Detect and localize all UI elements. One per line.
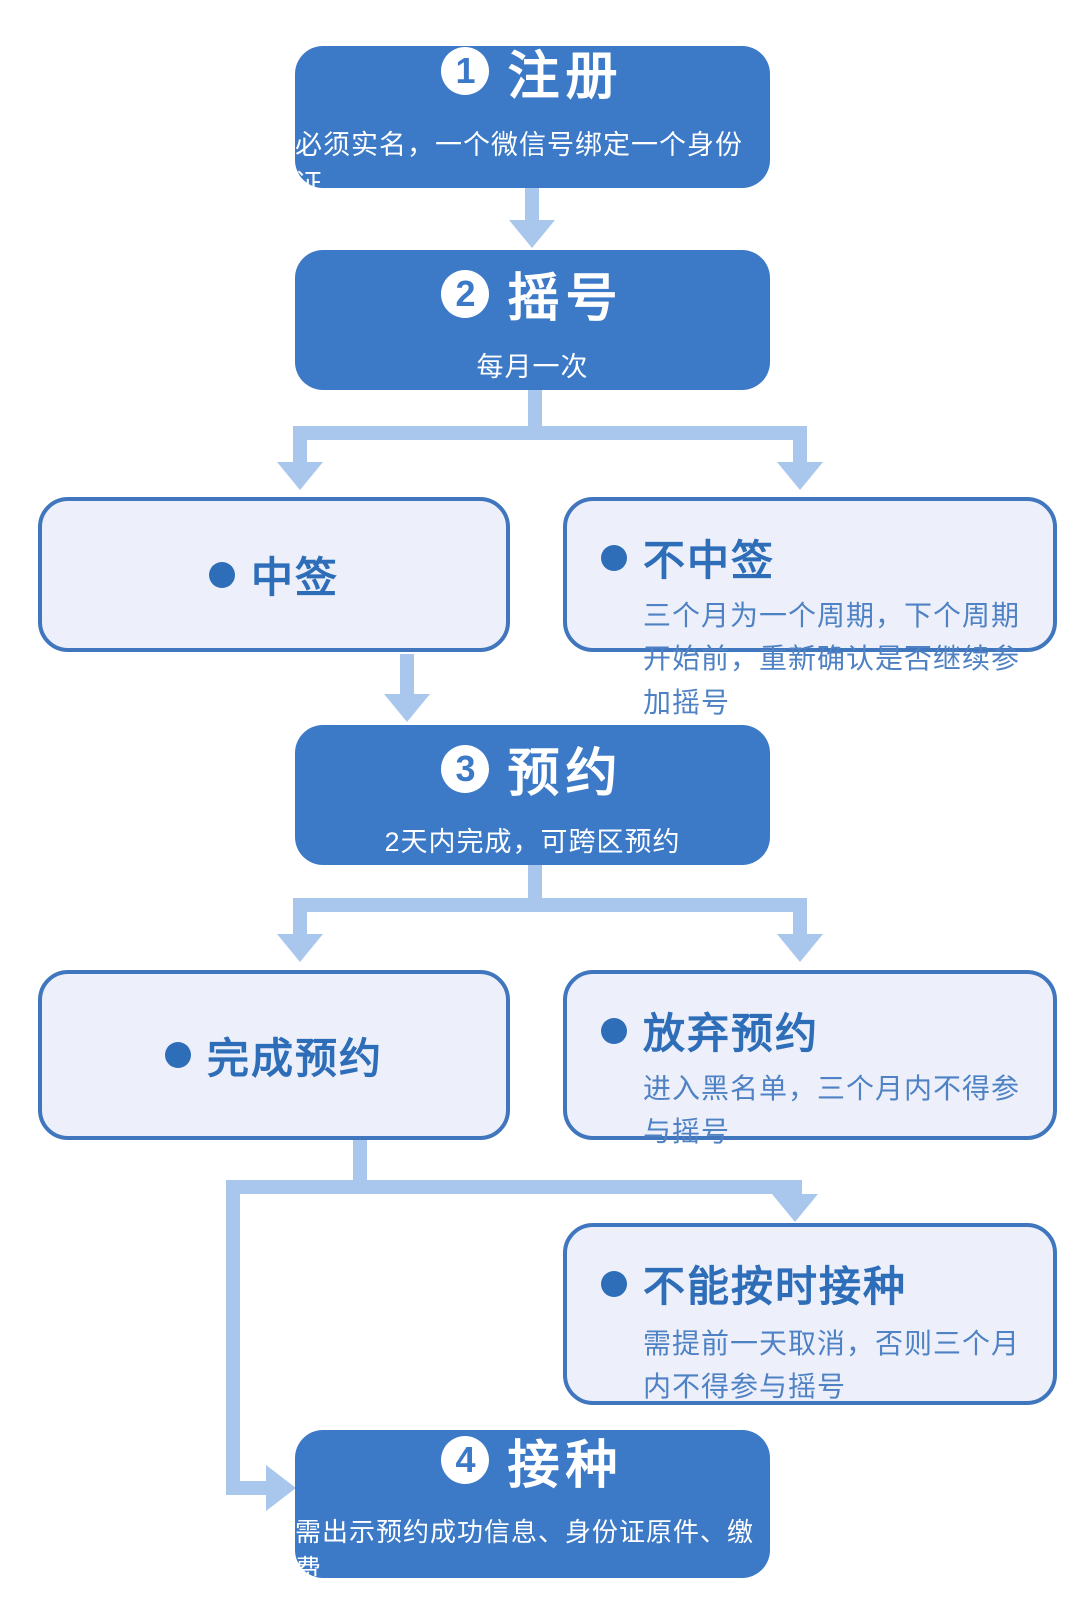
- arrow-win-to-appointment-shaft: [400, 654, 414, 696]
- split-lottery-left-head-icon: [277, 462, 323, 490]
- abandon-title-row: 放弃预约: [601, 1000, 1025, 1061]
- register-subtitle: 必须实名，一个微信号绑定一个身份证: [295, 129, 743, 199]
- node-miss: 不能按时接种 需提前一天取消，否则三个月内不得参与摇号: [563, 1223, 1057, 1405]
- lottery-title: 摇号: [507, 270, 624, 328]
- split-appointment-right-drop: [793, 912, 807, 936]
- split-appointment-left-drop: [293, 912, 307, 936]
- vaccination-title-row: 4 接种: [441, 1423, 623, 1498]
- step-2-badge-icon: 2: [441, 269, 490, 318]
- appointment-title: 预约: [507, 745, 624, 803]
- node-abandon: 放弃预约 进入黑名单，三个月内不得参与摇号: [563, 970, 1057, 1147]
- complete-bullet-icon: [164, 1042, 191, 1068]
- lose-title: 不中签: [643, 537, 776, 584]
- abandon-subtitle: 进入黑名单，三个月内不得参与摇号: [643, 1073, 1021, 1148]
- register-title-row: 1 注册: [441, 34, 623, 109]
- abandon-bullet-icon: [601, 1017, 627, 1044]
- split-lottery-right-drop: [793, 440, 807, 464]
- lose-title-row: 不中签: [601, 527, 1025, 588]
- miss-subtitle: 需提前一天取消，否则三个月内不得参与摇号: [643, 1328, 1021, 1403]
- arrow-complete-to-vaccination-head-icon: [266, 1465, 296, 1511]
- lottery-subtitle: 每月一次: [476, 352, 589, 382]
- split-lottery-right-head-icon: [777, 462, 823, 490]
- arrow-register-to-lottery-shaft: [525, 188, 539, 222]
- node-vaccination: 4 接种 需出示预约成功信息、身份证原件、缴费: [295, 1430, 770, 1584]
- miss-title: 不能按时接种: [643, 1263, 908, 1310]
- split-appointment-bar: [293, 898, 807, 912]
- elbow-complete-bar: [226, 1180, 802, 1194]
- split-appointment-stub: [528, 865, 542, 900]
- step-3-badge-icon: 3: [441, 744, 490, 793]
- complete-title-row: 完成预约: [164, 1025, 383, 1086]
- node-register: 1 注册 必须实名，一个微信号绑定一个身份证: [295, 46, 770, 199]
- split-lottery-bar: [293, 426, 807, 440]
- vaccination-title: 接种: [507, 1436, 624, 1495]
- win-title: 中签: [250, 554, 339, 601]
- node-appointment: 3 预约 2天内完成，可跨区预约: [295, 725, 770, 865]
- register-title: 注册: [507, 47, 624, 106]
- miss-title-row: 不能按时接种: [601, 1253, 1025, 1314]
- split-appointment-left-head-icon: [277, 934, 323, 962]
- appointment-subtitle: 2天内完成，可跨区预约: [384, 827, 681, 857]
- elbow-complete-bottom-horizontal: [226, 1481, 268, 1495]
- appointment-title-row: 3 预约: [441, 731, 623, 806]
- win-bullet-icon: [208, 561, 235, 588]
- node-complete: 完成预约: [38, 970, 510, 1140]
- abandon-title: 放弃预约: [643, 1010, 820, 1057]
- node-lose: 不中签 三个月为一个周期，下个周期开始前，重新确认是否继续参加摇号: [563, 497, 1057, 718]
- arrow-complete-to-miss-head-icon: [772, 1194, 818, 1222]
- step-1-badge-icon: 1: [441, 47, 490, 95]
- split-appointment-right-head-icon: [777, 934, 823, 962]
- miss-bullet-icon: [601, 1270, 627, 1297]
- split-lottery-left-drop: [293, 440, 307, 464]
- lose-subtitle: 三个月为一个周期，下个周期开始前，重新确认是否继续参加摇号: [643, 600, 1021, 718]
- lottery-title-row: 2 摇号: [441, 256, 623, 331]
- win-title-row: 中签: [208, 544, 339, 605]
- arrow-win-to-appointment-head-icon: [384, 694, 430, 722]
- vaccination-subtitle: 需出示预约成功信息、身份证原件、缴费: [295, 1516, 755, 1584]
- elbow-complete-stub: [353, 1140, 367, 1182]
- step-4-badge-icon: 4: [441, 1436, 490, 1484]
- lose-bullet-icon: [601, 544, 627, 571]
- arrow-register-to-lottery-head-icon: [509, 220, 555, 248]
- split-lottery-stub: [528, 390, 542, 428]
- elbow-complete-left-vertical: [226, 1180, 240, 1495]
- node-win: 中签: [38, 497, 510, 652]
- complete-title: 完成预约: [206, 1034, 383, 1082]
- node-lottery: 2 摇号 每月一次: [295, 250, 770, 390]
